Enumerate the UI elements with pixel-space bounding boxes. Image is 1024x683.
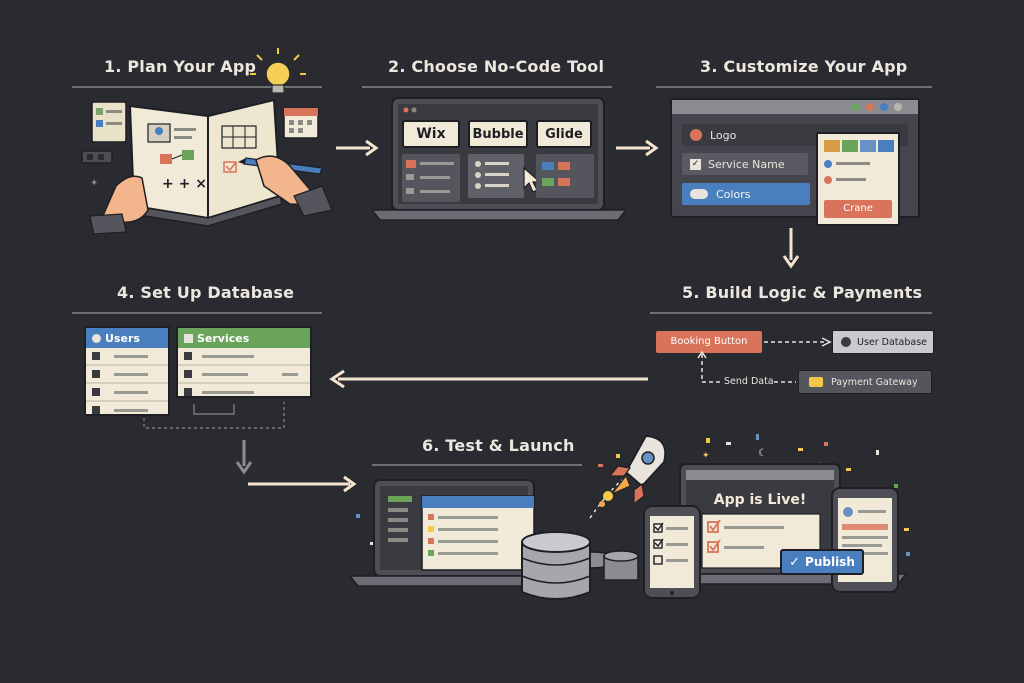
customize-colors-row[interactable]: Colors	[682, 183, 810, 205]
user-database-node[interactable]: User Database	[832, 330, 934, 354]
swatch-dark-blue[interactable]	[878, 140, 894, 152]
users-table-header: Users	[86, 328, 168, 348]
step-1-illustration: + + × ✦	[81, 48, 333, 235]
user-icon	[92, 333, 101, 343]
launch-illustration: ☾ ✦ ✦	[348, 434, 910, 600]
phone-right-icon	[831, 487, 899, 593]
live-laptop	[656, 463, 908, 585]
tool-option-wix[interactable]: Wix	[402, 120, 460, 148]
window-dot-grey	[894, 103, 902, 111]
rocket-icon	[589, 435, 667, 519]
publish-label: Publish	[805, 555, 855, 569]
window-dot-orange	[866, 103, 874, 111]
test-laptop	[348, 479, 562, 587]
lightbulb-icon	[250, 48, 306, 94]
app-is-live-banner: App is Live!	[713, 492, 807, 508]
arrow-4-to-6	[235, 440, 357, 493]
payment-gateway-node[interactable]: Payment Gateway	[798, 370, 932, 394]
wallet-icon	[809, 377, 823, 387]
phone-left-icon	[643, 505, 701, 599]
window-dot-green	[852, 103, 860, 111]
user-database-label: User Database	[857, 336, 928, 348]
laptop-tool-selector	[372, 97, 626, 221]
step-2-rule	[362, 86, 612, 88]
calendar-icon	[283, 107, 319, 139]
step-3-title: 3. Customize Your App	[700, 57, 908, 76]
users-table-title: Users	[105, 331, 140, 345]
payment-gateway-label: Payment Gateway	[831, 376, 918, 388]
notebook-icon: + + ×	[128, 98, 283, 227]
step-3-rule	[656, 86, 932, 88]
window-dot-blue	[880, 103, 888, 111]
option-dot-orange	[824, 176, 832, 184]
svg-text:☾: ☾	[758, 448, 767, 459]
swatch-green[interactable]	[842, 140, 858, 152]
services-table: Services	[176, 326, 312, 398]
tool-option-glide[interactable]: Glide	[536, 120, 592, 148]
tool-option-bubble[interactable]: Bubble	[468, 120, 528, 148]
send-data-label: Send Data	[724, 376, 774, 387]
svg-text:+ + ×: + + ×	[162, 176, 207, 192]
step-6-title: 6. Test & Launch	[422, 436, 575, 455]
color-picker-panel: Crane	[816, 132, 900, 226]
user-icon	[841, 337, 851, 347]
colors-label: Colors	[716, 187, 751, 201]
database-table-rows	[86, 352, 310, 429]
arrow-2-to-3	[616, 139, 659, 157]
svg-text:✦: ✦	[90, 178, 98, 189]
customize-service-name-row[interactable]: ✓ Service Name	[682, 153, 808, 175]
logo-icon	[690, 129, 702, 141]
database-cylinder-icon	[521, 531, 639, 600]
publish-button[interactable]: ✓ Publish	[780, 549, 864, 575]
step-5-title: 5. Build Logic & Payments	[682, 283, 923, 302]
checklist-icon	[91, 101, 127, 143]
confetti: ☾ ✦ ✦	[356, 434, 910, 556]
step-6-rule	[372, 464, 582, 466]
svg-text:✦: ✦	[702, 451, 710, 461]
swatch-blue[interactable]	[860, 140, 876, 152]
step-1-title: 1. Plan Your App	[104, 57, 257, 76]
booking-button[interactable]: Booking Button	[656, 331, 762, 353]
swatch-orange[interactable]	[824, 140, 840, 152]
step-5-rule	[650, 312, 932, 314]
step-2-title: 2. Choose No-Code Tool	[388, 57, 605, 76]
services-table-title: Services	[197, 331, 250, 345]
arrow-5-to-4	[329, 369, 648, 389]
step-4-rule	[72, 312, 322, 314]
services-table-header: Services	[178, 328, 310, 348]
crane-button[interactable]: Crane	[824, 200, 892, 218]
step-1-rule	[72, 86, 322, 88]
toggle-icon	[690, 189, 708, 199]
step-4-title: 4. Set Up Database	[117, 283, 295, 302]
checkbox-icon: ✓	[690, 158, 701, 170]
service-name-label: Service Name	[708, 157, 785, 171]
grid-icon	[184, 333, 193, 343]
checkmark-icon: ✓	[789, 554, 801, 570]
arrow-1-to-2	[336, 139, 379, 157]
option-line	[836, 162, 870, 165]
option-dot-blue	[824, 160, 832, 168]
option-line	[836, 178, 866, 181]
arrow-3-to-5	[782, 228, 800, 269]
logo-label: Logo	[710, 128, 737, 142]
logic-connectors	[697, 337, 832, 383]
